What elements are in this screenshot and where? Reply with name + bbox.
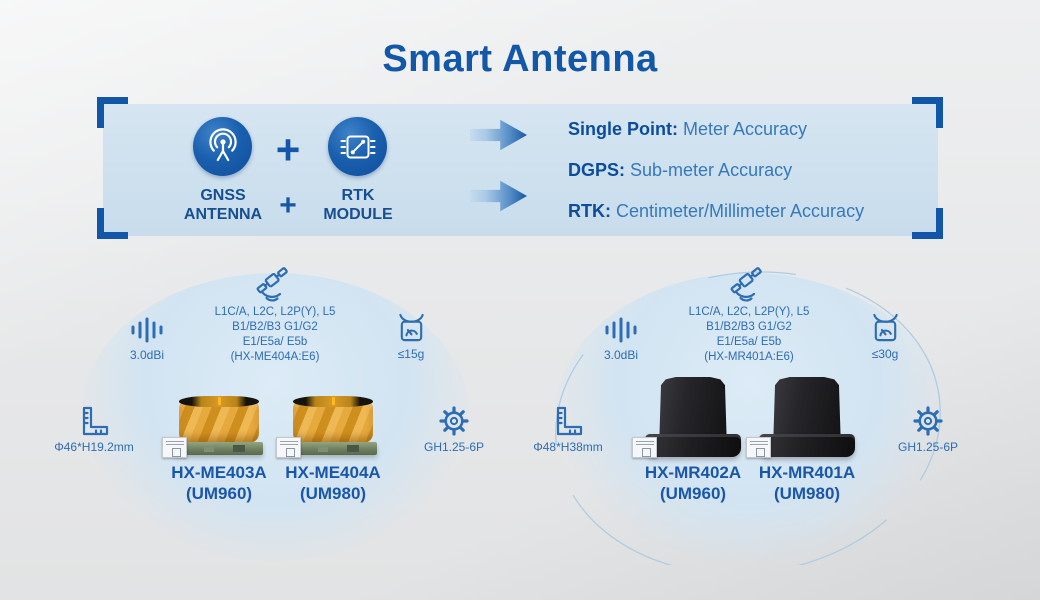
product-name: HX-MR401A	[758, 463, 856, 482]
product-name: HX-ME403A	[171, 463, 267, 482]
dimensions-value: Φ48*H38mm	[533, 440, 603, 454]
product-sticker	[276, 437, 301, 458]
frequency-line: B1/B2/B3 G1/G2	[232, 321, 318, 333]
satellite-spec	[249, 267, 301, 305]
product-sticker	[632, 437, 657, 458]
plus-between-labels: +	[279, 189, 297, 222]
signal-bars-icon	[131, 317, 163, 343]
corner-bracket-bottom-left	[97, 208, 128, 239]
frequency-line: L1C/A, L2C, L2P(Y), L5	[688, 306, 810, 318]
gain-value: 3.0dBi	[603, 348, 639, 362]
gnss-antenna-icon	[193, 117, 252, 176]
product-card: HX-MR401A (UM980)	[746, 377, 862, 504]
group-arc-ring	[555, 271, 941, 565]
gain-spec: 3.0dBi	[577, 315, 665, 362]
product-module: (UM960)	[659, 484, 727, 503]
rtk-module-label: RTK MODULE	[323, 187, 393, 223]
product-module: (UM960)	[185, 484, 253, 503]
corner-bracket-top-right	[912, 97, 943, 128]
gain-value: 3.0dBi	[129, 348, 165, 362]
accuracy-line-dgps: DGPS: Sub-meter Accuracy	[568, 160, 793, 180]
product-sticker	[746, 437, 771, 458]
connector-value: GH1.25-6P	[423, 440, 485, 454]
frequency-line: B1/B2/B3 G1/G2	[706, 321, 792, 333]
corner-bracket-top-left	[97, 97, 128, 128]
product-module: (UM980)	[299, 484, 367, 503]
product-name: HX-ME404A	[285, 463, 381, 482]
gain-spec: 3.0dBi	[103, 315, 191, 362]
page-title: Smart Antenna	[382, 38, 658, 80]
product-photo-area	[276, 377, 388, 458]
product-name: HX-MR402A	[644, 463, 742, 482]
product-photo-area	[632, 377, 748, 458]
product-group-me: L1C/A, L2C, L2P(Y), L5 B1/B2/B3 G1/G2 E1…	[52, 255, 492, 565]
product-sticker	[162, 437, 187, 458]
black-antenna-image	[632, 377, 741, 458]
plus-between-icons: +	[275, 126, 301, 173]
gear-icon	[913, 406, 943, 436]
satellite-icon	[730, 267, 762, 302]
product-group-mr: L1C/A, L2C, L2P(Y), L5 B1/B2/B3 G1/G2 E1…	[526, 255, 966, 565]
satellite-icon	[256, 267, 288, 302]
product-photo-area	[746, 377, 862, 458]
accuracy-line-single-point: Single Point: Meter Accuracy	[568, 119, 808, 139]
weight-spec: ≤30g	[841, 313, 929, 361]
dimensions-spec: Φ48*H38mm	[518, 405, 618, 454]
yellow-antenna-image	[276, 395, 377, 458]
product-card: HX-ME404A (UM980)	[276, 377, 388, 504]
satellite-spec	[723, 267, 775, 305]
dimensions-spec: Φ46*H19.2mm	[44, 405, 144, 454]
frequency-line: E1/E5a/ E5b	[242, 336, 308, 348]
product-photo-area	[162, 377, 274, 458]
frequency-line: (HX-ME404A:E6)	[230, 351, 320, 363]
dimensions-value: Φ46*H19.2mm	[54, 440, 134, 454]
weight-spec: ≤15g	[367, 313, 455, 361]
yellow-antenna-image	[162, 395, 263, 458]
signal-bars-icon	[605, 317, 637, 343]
black-antenna-image	[746, 377, 855, 458]
product-card: HX-ME403A (UM960)	[162, 377, 274, 504]
rtk-module-icon	[328, 117, 387, 176]
connector-spec: GH1.25-6P	[878, 405, 978, 454]
frequency-list: L1C/A, L2C, L2P(Y), L5 B1/B2/B3 G1/G2 E1…	[610, 305, 888, 365]
ruler-square-icon	[556, 406, 583, 436]
connector-value: GH1.25-6P	[897, 440, 959, 454]
frequency-line: (HX-MR401A:E6)	[704, 351, 794, 363]
weight-value: ≤15g	[397, 347, 425, 361]
connector-spec: GH1.25-6P	[404, 405, 504, 454]
corner-bracket-bottom-right	[912, 208, 943, 239]
scale-icon	[398, 313, 424, 342]
scale-icon	[872, 313, 898, 342]
frequency-line: L1C/A, L2C, L2P(Y), L5	[214, 306, 336, 318]
gnss-antenna-label: GNSS ANTENNA	[183, 187, 263, 223]
gear-icon	[439, 406, 469, 436]
product-module: (UM980)	[773, 484, 841, 503]
product-card: HX-MR402A (UM960)	[632, 377, 748, 504]
accuracy-line-rtk: RTK: Centimeter/Millimeter Accuracy	[568, 201, 865, 221]
frequency-line: E1/E5a/ E5b	[716, 336, 782, 348]
frequency-list: L1C/A, L2C, L2P(Y), L5 B1/B2/B3 G1/G2 E1…	[136, 305, 414, 365]
ruler-square-icon	[82, 406, 109, 436]
weight-value: ≤30g	[871, 347, 899, 361]
